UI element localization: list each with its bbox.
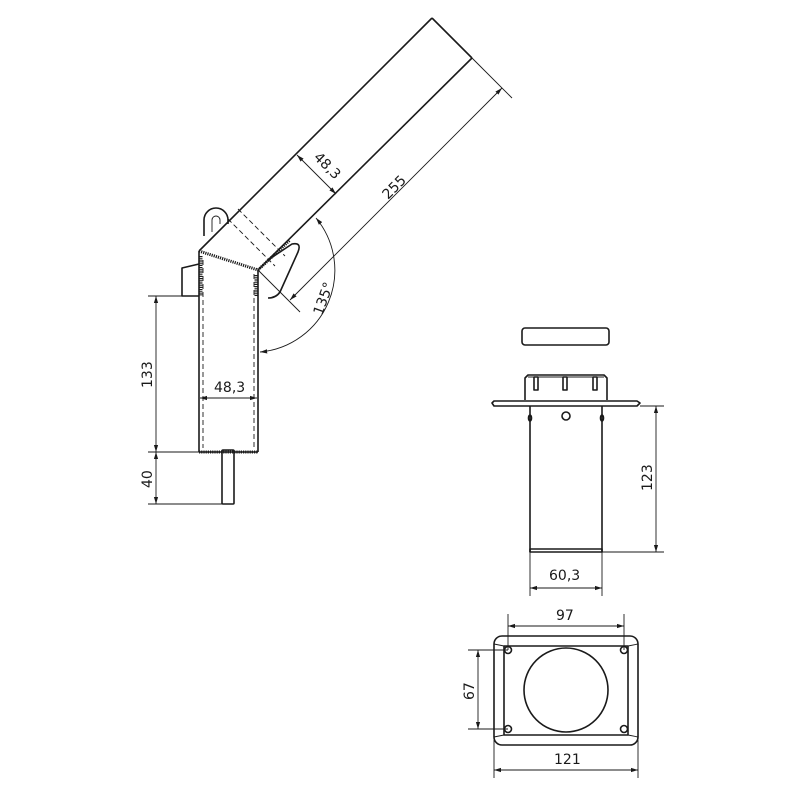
gusset-left <box>181 263 200 297</box>
sleeve-collar <box>524 374 608 400</box>
vertical-tube-diameter-label: 48,3 <box>214 380 245 396</box>
flange-inner <box>503 645 629 736</box>
weld-seam <box>198 249 259 272</box>
vertical-tube-height-label: 133 <box>140 361 156 388</box>
flange-outer <box>493 635 639 746</box>
flange-bore <box>523 647 609 733</box>
bolt-hole <box>619 724 629 734</box>
angled-tube-diameter-label: 48,3 <box>310 150 343 183</box>
side-view: 48,3 255 135° 48,3 133 40 <box>140 17 513 505</box>
vertical-tube <box>198 251 259 453</box>
pin-length-label: 40 <box>140 470 156 488</box>
pin <box>221 449 235 505</box>
angled-tube-length-label: 255 <box>380 173 410 203</box>
hole-spacing-y-label: 67 <box>462 682 478 700</box>
sleeve-view: 123 60,3 <box>491 327 664 596</box>
bend-angle-label: 135° <box>311 280 338 317</box>
sleeve-diameter-label: 60,3 <box>549 568 580 584</box>
sleeve-hole <box>561 411 571 421</box>
lifting-eye <box>203 207 229 236</box>
angled-tube <box>198 17 473 271</box>
hole-spacing-x-label: 97 <box>556 608 574 624</box>
sleeve-flange <box>491 400 641 407</box>
overall-width-label: 121 <box>554 752 581 768</box>
flange-view: 97 67 121 <box>462 608 639 778</box>
sleeve-height-label: 123 <box>640 464 656 491</box>
sleeve-cap <box>521 327 610 346</box>
gusset-right <box>267 242 300 299</box>
